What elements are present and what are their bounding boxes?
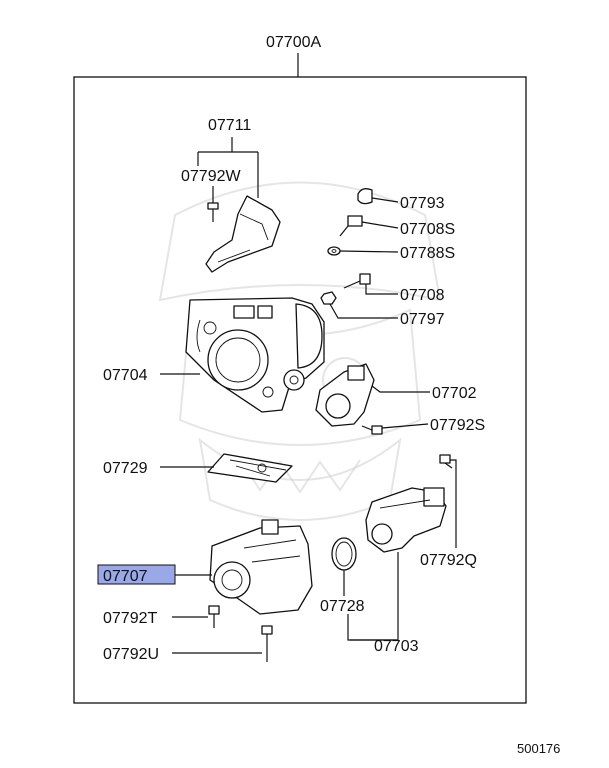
label-07728: 07728 bbox=[320, 598, 365, 615]
label-07792s: 07792S bbox=[430, 417, 485, 434]
label-07793: 07793 bbox=[400, 195, 445, 212]
adapter-07707 bbox=[209, 519, 313, 615]
gasket-07729 bbox=[207, 453, 293, 483]
label-07792w: 07792W bbox=[181, 168, 241, 185]
screw-07792s bbox=[361, 425, 383, 435]
label-07707: 07707 bbox=[103, 568, 148, 585]
label-07792t: 07792T bbox=[103, 610, 157, 627]
label-07792q: 07792Q bbox=[420, 552, 477, 569]
footer-ref-number: 500176 bbox=[517, 741, 560, 756]
screw-07708s bbox=[339, 215, 363, 237]
label-07711: 07711 bbox=[208, 117, 251, 134]
diagram-frame bbox=[73, 76, 527, 704]
label-07702: 07702 bbox=[432, 385, 477, 402]
throttle-body bbox=[185, 297, 325, 413]
cap-07793 bbox=[357, 188, 373, 205]
bolt-07708 bbox=[343, 273, 371, 289]
sensor-07702 bbox=[315, 363, 375, 427]
assembly-label: 07700A bbox=[266, 34, 321, 51]
bolt-07792q bbox=[439, 454, 453, 469]
label-07708s: 07708S bbox=[400, 221, 455, 238]
label-07797: 07797 bbox=[400, 311, 445, 328]
label-07729: 07729 bbox=[103, 460, 148, 477]
label-07704: 07704 bbox=[103, 367, 148, 384]
label-07703: 07703 bbox=[374, 638, 419, 655]
bolt-07792w bbox=[207, 202, 219, 222]
bolt-07792t bbox=[208, 605, 220, 628]
throttle-bracket bbox=[205, 195, 281, 273]
idle-control-07703 bbox=[365, 487, 447, 553]
label-07788s: 07788S bbox=[400, 245, 455, 262]
washer-07788s bbox=[327, 246, 341, 256]
bolt-07792u bbox=[261, 625, 273, 662]
nut-07797 bbox=[320, 291, 337, 305]
label-07708: 07708 bbox=[400, 287, 445, 304]
label-07792u: 07792U bbox=[103, 646, 159, 663]
